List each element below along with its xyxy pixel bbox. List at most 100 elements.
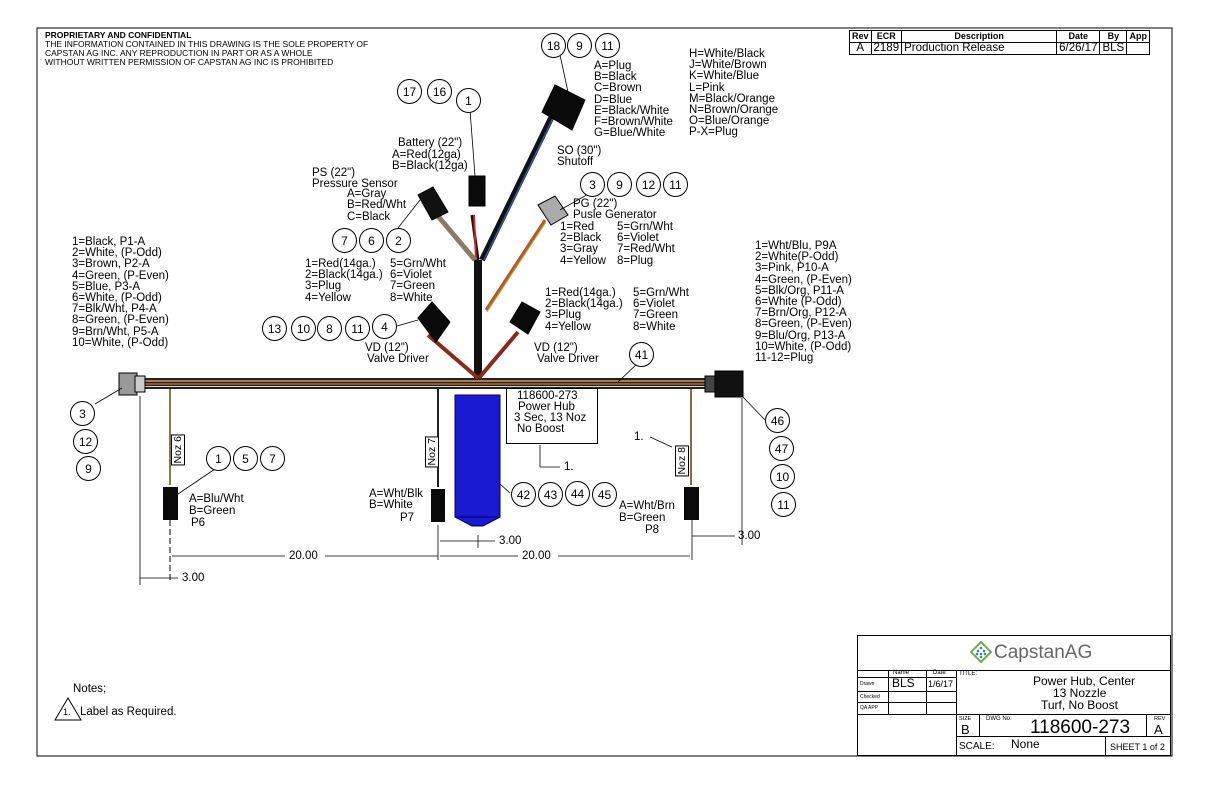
confidential-line: THE INFORMATION CONTAINED IN THIS DRAWIN… [45,39,369,49]
sheet-border [36,27,1173,757]
nozzle-pin: A=Wht/Blk [369,488,424,500]
power-hub-body [454,394,501,527]
pin-assignment: E=Black/White [594,104,670,117]
pin-assignment: 2=White, (P-Odd) [72,247,162,260]
hub-label-line: 3 Sec, 13 Noz [514,412,587,424]
rev-header: Rev [849,30,872,43]
pin-assignment: 8=Green, (P-Even) [755,318,852,331]
nozzle-drop-8 [684,389,699,520]
hub-note-ref: 1. [564,461,574,473]
callout-bubble: 17 [397,79,422,104]
pin-assignment: 5=Grn/Wht [390,258,446,270]
pressure-sensor-connector [417,186,449,221]
by-cell: BLS [1099,42,1128,55]
pin-assignment: 7=Red/Wht [617,243,675,256]
hub-label-line: No Boost [517,423,565,435]
valve-driver-left-title: VD (12") [365,342,409,354]
callout-bubble: 47 [769,436,794,461]
by-header: By [1099,30,1128,43]
callout-bubble: 11 [771,492,796,517]
confidential-line: WITHOUT WRITTEN PERMISSION OF CAPSTAN AG… [45,57,334,67]
pin-assignment: 9=Blu/Org, P13-A [755,329,846,342]
pin-assignment: 6=White, (P-Odd) [72,292,162,305]
main-trunk-cable [142,378,710,389]
pin-assignment: 4=Green, (P-Even) [72,269,169,282]
pressure-sensor-pin: B=Red/Wht [347,199,407,211]
callout-bubble: 18 [541,33,566,58]
pin-assignment: 8=Green, (P-Even) [72,314,169,327]
title-line: 13 Nozzle [1053,686,1107,700]
date-header: Date [1056,30,1101,43]
pin-assignment: 6=Violet [617,232,659,245]
pin-assignment: 8=Plug [617,254,654,267]
callout-bubble: 9 [76,456,101,481]
date-header: Date [933,670,946,676]
callout-bubble: 8 [317,316,342,341]
nozzle-note-ref: 1. [634,431,644,443]
valve-driver-right-title: VD (12") [534,342,578,354]
nozzle-pin: B=Green [189,505,236,517]
callout-bubble: 1 [206,446,231,471]
callout-bubble: 11 [663,172,688,197]
callout-bubble: 44 [565,481,590,506]
pin-assignment: 8=White [390,291,433,304]
pin-assignment: 3=Pink, P10-A [755,262,829,275]
pin-assignment: N=Brown/Orange [689,104,779,117]
pin-assignment: 3=Brown, P2-A [72,258,150,271]
pin-assignment: 3=Plug [545,309,582,322]
note-triangle [54,697,82,721]
pin-assignment: 6=Violet [390,269,432,282]
left-connector [118,372,146,396]
dimension-right-span: 20.00 [522,550,551,562]
nozzle-pin: B=Green [619,512,666,524]
note-number: 1. [63,707,71,717]
callout-bubble: 7 [332,228,357,253]
callout-bubble: 42 [511,482,536,507]
pin-assignment: 2=White(P-Odd) [755,251,839,264]
title-block: CapstanAG Name Date Drawn BLS 1/6/17 Che… [857,635,1171,756]
pin-assignment: 7=Blk/Wht, P4-A [72,303,157,316]
pin-assignment: 10=White, (P-Odd) [72,336,169,349]
callout-bubble: 11 [595,33,620,58]
drawn-by: BLS [892,676,915,690]
title-label: TITLE: [959,671,978,677]
dimension-left-span: 20.00 [289,550,318,562]
pin-assignment: 2=Black(14ga.) [305,269,383,282]
ecr-header: ECR [870,30,903,43]
callout-bubble: 5 [233,446,258,471]
pin-assignment: H=White/Black [689,48,765,60]
pressure-sensor-title: PS (22") [312,167,356,179]
pin-assignment: A=Plug [594,60,632,72]
revision-table-header: Rev ECR Description Date By App [849,30,1151,43]
title-line: Turf, No Boost [1041,698,1118,712]
leader-lines [94,54,766,495]
scale-value: None [1011,737,1040,751]
pin-assignment: 5=Grn/Wht [617,221,673,233]
pin-assignment: J=White/Brown [689,59,767,72]
pin-assignment: 1=Red(14ga.) [545,287,616,299]
callout-bubble: 3 [70,401,95,426]
notes-heading: Notes; [73,683,107,695]
callout-bubble: 9 [567,33,592,58]
pin-assignment: 3=Plug [305,280,342,293]
revision-row: A 2189 Production Release 6/26/17 BLS [849,42,1151,55]
callout-bubble: 10 [770,464,795,489]
pin-assignment: 8=White [633,320,676,333]
nozzle-pin: B=White [369,499,413,511]
callout-bubble: 43 [538,482,563,507]
valve-driver-left-subtitle: Valve Driver [367,353,429,365]
sheet-number: SHEET 1 of 2 [1110,742,1165,752]
pin-assignment: 7=Green [633,309,679,322]
pin-assignment: 4=Yellow [560,254,606,267]
nozzle-tag: Noz 6 [171,434,185,466]
dimension-hub-offset: 3.00 [499,535,522,547]
size-label: SIZE [959,716,972,722]
nozzle-pin: A=Blu/Wht [189,493,244,505]
nozzle-drop-6 [163,389,178,580]
note-text: Label as Required. [80,706,177,718]
